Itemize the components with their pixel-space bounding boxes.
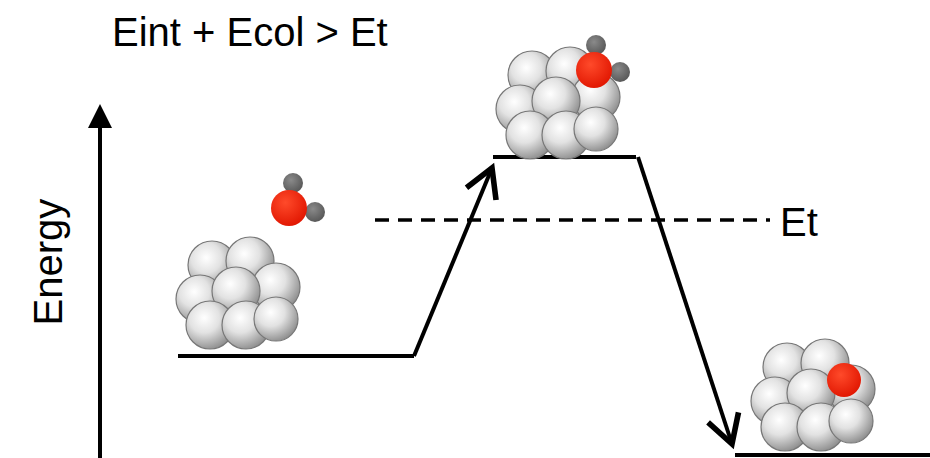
axis-label: Energy [28, 199, 68, 326]
threshold-label: Et [780, 202, 818, 242]
condition-formula: Eint + Ecol > Et [112, 12, 388, 52]
